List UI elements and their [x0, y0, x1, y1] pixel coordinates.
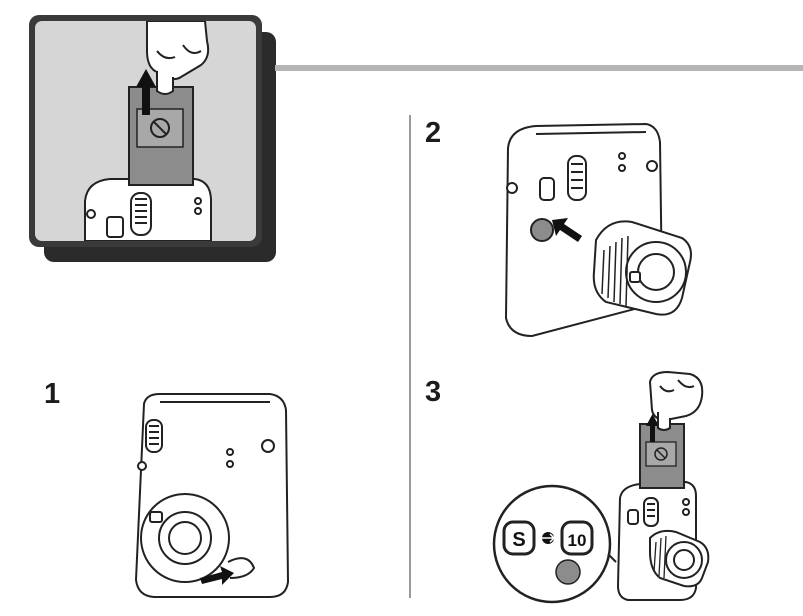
hero-panel [35, 21, 256, 241]
step3-illustration: S 10 [492, 370, 710, 604]
hand-icon [146, 21, 210, 95]
hand-icon [648, 370, 704, 431]
step2-camera-illustration [504, 122, 692, 338]
top-rule [275, 65, 803, 71]
column-divider [409, 115, 411, 598]
prohibition-icon [654, 447, 668, 461]
mode-callout [492, 484, 617, 604]
arrow-icon [552, 218, 582, 242]
film-pack [639, 423, 685, 489]
hero-illustration [84, 21, 212, 241]
mode-from-label: S [512, 529, 525, 551]
step-number-1: 1 [44, 378, 61, 410]
arrow-icon [136, 69, 156, 115]
camera-top [84, 178, 212, 241]
step-number-3: 3 [425, 376, 442, 408]
arrow-icon [646, 414, 659, 442]
prohibition-icon [150, 118, 170, 138]
hero-frame [29, 15, 262, 247]
arrow-icon [200, 566, 234, 585]
step-number-2: 2 [425, 117, 442, 149]
mode-to-label: 10 [568, 531, 587, 550]
step1-camera-illustration [134, 393, 290, 598]
film-pack [128, 86, 194, 186]
